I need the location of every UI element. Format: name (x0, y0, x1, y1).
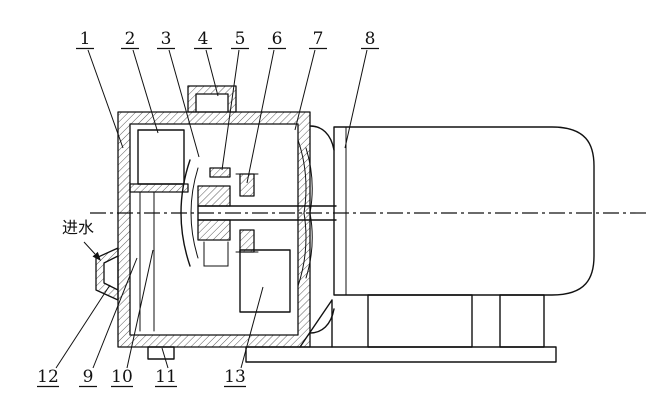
impeller-hub-upper (197, 185, 231, 207)
callout-3-label: 3 (161, 29, 172, 49)
suction-chamber (239, 249, 291, 313)
callout-1: 1 (76, 29, 124, 149)
callout-6-label: 6 (272, 29, 283, 49)
callout-2-label: 2 (125, 29, 136, 49)
inlet-port (95, 247, 119, 301)
callout-6: 6 (246, 29, 286, 184)
callout-4: 4 (194, 29, 219, 97)
pump-motor-assembly (95, 85, 595, 363)
callout-6-leader (246, 49, 275, 184)
callout-9: 9 (79, 257, 138, 388)
callout-7-leader (294, 49, 316, 131)
inlet-flow-arrow-head (92, 251, 101, 261)
callout-10-label: 10 (111, 367, 133, 387)
adapter-top-profile (309, 125, 335, 151)
callout-13-leader (240, 286, 264, 369)
callout-5: 5 (221, 29, 249, 171)
callout-13: 13 (224, 286, 264, 388)
discharge-port (187, 85, 237, 113)
shaft-seal-upper (239, 173, 255, 197)
inlet-label: 进水 (62, 218, 94, 237)
callout-1-leader (87, 49, 124, 149)
inlet-flow-arrow-line (83, 241, 96, 255)
callout-12: 12 (37, 284, 111, 388)
callout-11-label: 11 (155, 367, 177, 387)
callout-3: 3 (157, 29, 200, 158)
callout-13-label: 13 (224, 367, 246, 387)
callout-11: 11 (155, 347, 177, 388)
guide-vane (203, 241, 229, 267)
impeller-nut (209, 167, 231, 178)
priming-chamber (137, 129, 185, 185)
callout-11-leader (161, 347, 169, 369)
callout-2: 2 (121, 29, 159, 134)
callout-10-leader (126, 249, 154, 369)
callout-4-leader (205, 49, 219, 97)
callouts-bottom: 12 9 10 11 13 (37, 249, 264, 388)
motor-foot-left (367, 294, 473, 348)
callout-7: 7 (294, 29, 327, 131)
callout-4-label: 4 (198, 29, 209, 49)
callout-9-label: 9 (83, 367, 94, 387)
callout-5-label: 5 (235, 29, 246, 49)
adapter-bottom-profile (309, 308, 335, 334)
callout-8-label: 8 (365, 29, 376, 49)
motor-body (333, 126, 595, 296)
callout-3-leader (168, 49, 200, 158)
callout-8: 8 (344, 29, 379, 149)
inlet-label-group: 进水 (62, 218, 101, 261)
motor-foot-right (499, 294, 545, 348)
casing-partition (129, 183, 189, 193)
callout-12-leader (55, 284, 111, 369)
callout-8-leader (344, 49, 368, 149)
callout-7-label: 7 (313, 29, 324, 49)
shaft-seal-lower (239, 229, 255, 253)
callout-12-label: 12 (37, 367, 59, 387)
callout-2-leader (132, 49, 159, 134)
base-plate (245, 346, 557, 363)
support-bracket (299, 299, 333, 348)
callout-9-leader (92, 257, 138, 369)
callout-5-leader (221, 49, 240, 171)
callout-1-label: 1 (80, 29, 91, 49)
callout-10: 10 (111, 249, 154, 388)
drain-plug (147, 346, 175, 360)
impeller-hub-lower (197, 219, 231, 241)
callouts-top: 1 2 3 4 5 (76, 29, 379, 184)
